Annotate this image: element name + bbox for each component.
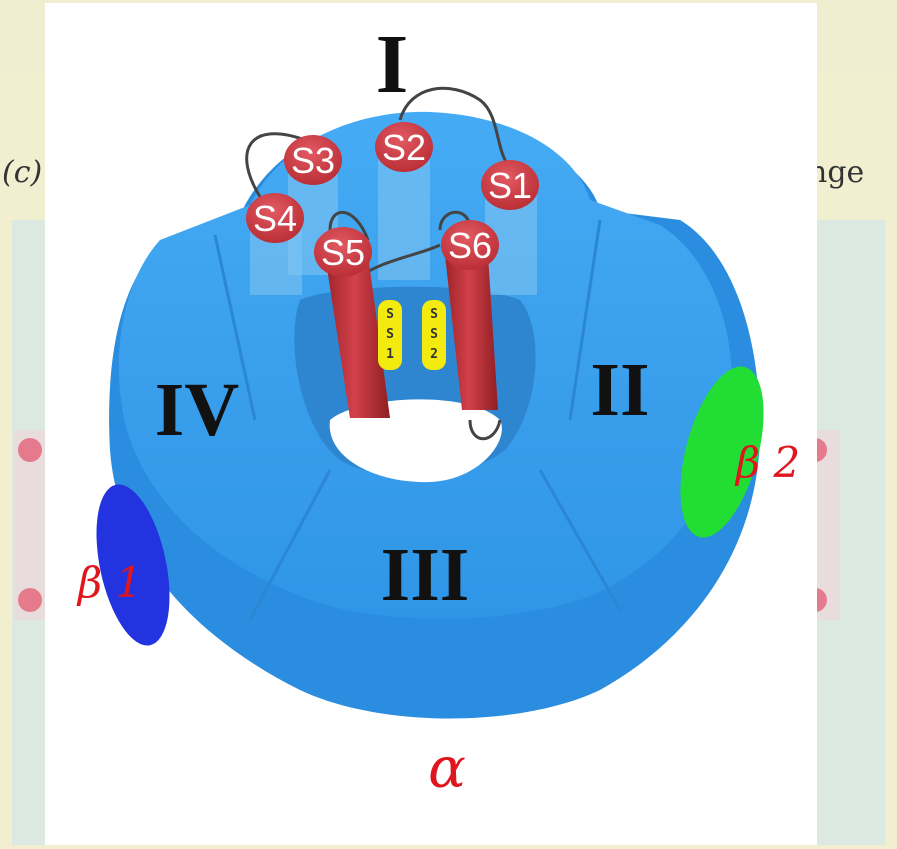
s6-label: S6 <box>448 225 492 266</box>
lipid-head-left-bottom <box>18 588 42 612</box>
ss2-line-1: S <box>430 307 438 322</box>
ss2-line-2: S <box>430 327 438 342</box>
domain-label-i: I <box>376 18 409 111</box>
ss1-line-1: S <box>386 307 394 322</box>
s3-label: S3 <box>291 140 335 181</box>
domain-label-iv: IV <box>155 368 240 452</box>
ss1-line-3: 1 <box>386 347 394 362</box>
s5-label: S5 <box>321 232 365 273</box>
s2-label: S2 <box>382 127 426 168</box>
domain-label-iii: III <box>381 533 470 617</box>
beta1-label: β 1 <box>76 558 142 607</box>
s1-label: S1 <box>488 165 532 206</box>
beta2-label: β 2 <box>734 438 800 487</box>
s4-label: S4 <box>253 198 297 239</box>
lipid-head-left-top <box>18 438 42 462</box>
background-text-left: (c) <box>2 155 42 190</box>
domain-label-ii: II <box>590 348 649 432</box>
alpha-label: α <box>428 736 466 801</box>
ss1-line-2: S <box>386 327 394 342</box>
ss2-line-3: 2 <box>430 347 438 362</box>
